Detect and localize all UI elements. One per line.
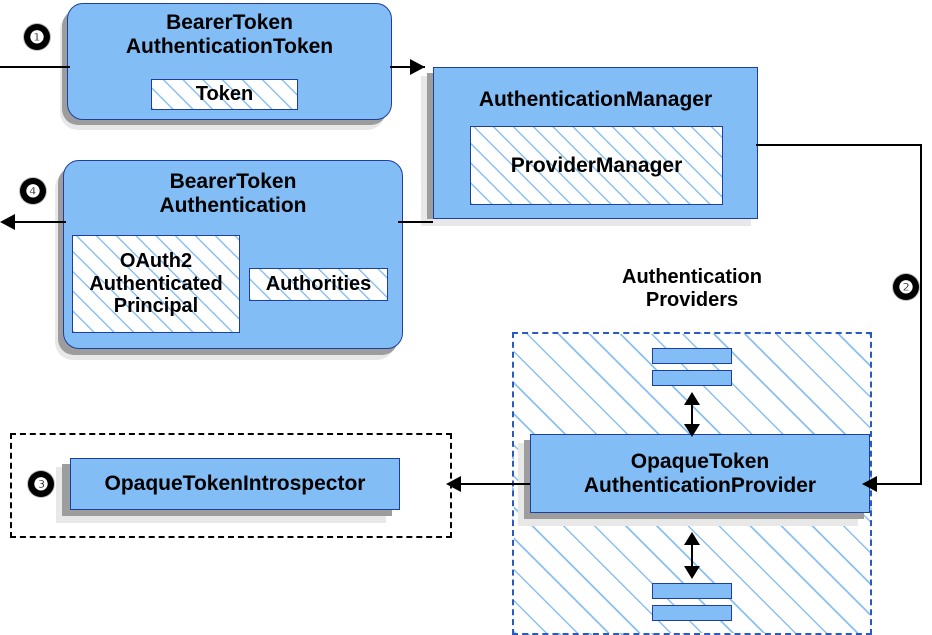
- opaque-token-authentication-provider-node[interactable]: OpaqueToken AuthenticationProvider: [530, 434, 870, 513]
- authentication-manager-inner-provider-manager: ProviderManager: [470, 126, 723, 205]
- badge-step-4-label: ❹: [25, 181, 41, 201]
- opaque-token-authentication-provider-label-line1: OpaqueToken: [630, 449, 770, 473]
- provider-stack-bar-top-1: [652, 348, 732, 364]
- authentication-providers-caption-line1: Authentication: [622, 266, 762, 288]
- badge-step-2-label: ❷: [898, 277, 914, 297]
- provider-manager-label: ProviderManager: [510, 153, 683, 177]
- opaque-token-introspector-label: OpaqueTokenIntrospector: [104, 472, 366, 496]
- authorities-box: Authorities: [249, 268, 388, 301]
- provider-stack-bar-bottom-1: [652, 583, 732, 599]
- connector-manager-to-provider-top: [756, 144, 922, 146]
- connector-manager-to-authentication: [398, 221, 433, 223]
- bearer-token-authentication-token-label-line2: AuthenticationToken: [125, 34, 334, 58]
- authentication-providers-caption-line2: Providers: [645, 289, 739, 311]
- bearer-token-authentication-label-line1: BearerToken: [169, 170, 297, 193]
- oauth2-authenticated-principal-line3: Principal: [113, 295, 199, 318]
- connector-authentication-out-arrowhead: [0, 214, 15, 230]
- oauth2-authenticated-principal-box: OAuth2 Authenticated Principal: [72, 235, 240, 333]
- badge-step-4: ❹: [20, 178, 46, 204]
- provider-stack-bar-bottom-2: [652, 605, 732, 621]
- bearer-token-authentication-label-line2: Authentication: [159, 193, 307, 217]
- bearer-token-authentication-token-label-line1: BearerToken: [166, 11, 293, 34]
- opaque-token-introspector-node[interactable]: OpaqueTokenIntrospector: [70, 458, 400, 510]
- oauth2-authenticated-principal-line1: OAuth2: [119, 250, 193, 273]
- connector-token-to-manager-arrowhead: [410, 59, 425, 75]
- provider-link-top-arrow-up: [684, 392, 700, 405]
- oauth2-authenticated-principal-line2: Authenticated: [89, 272, 223, 295]
- connector-authentication-out: [14, 221, 66, 223]
- badge-step-1-label: ❶: [29, 27, 45, 47]
- authentication-providers-caption: Authentication Providers: [562, 266, 822, 312]
- provider-link-bottom-arrow-up: [684, 532, 700, 545]
- provider-link-bottom: [691, 536, 693, 574]
- authorities-label: Authorities: [265, 273, 372, 296]
- provider-link-top-arrow-down: [684, 424, 700, 437]
- token-label: Token: [195, 83, 254, 106]
- connector-request-in: [0, 66, 70, 68]
- connector-provider-to-introspector-arrowhead: [446, 476, 461, 492]
- badge-step-1: ❶: [24, 24, 50, 50]
- badge-step-3: ❸: [28, 471, 54, 497]
- authentication-manager-label: AuthenticationManager: [478, 88, 713, 111]
- bearer-token-authentication-token-inner-token: Token: [151, 79, 298, 110]
- connector-token-to-manager: [390, 66, 425, 68]
- connector-provider-to-introspector: [460, 483, 530, 485]
- connector-manager-to-provider-bottom: [876, 483, 922, 485]
- provider-link-top: [691, 396, 693, 432]
- provider-stack-bar-top-2: [652, 370, 732, 386]
- badge-step-2: ❷: [893, 274, 919, 300]
- connector-manager-to-provider-arrowhead: [862, 476, 877, 492]
- connector-manager-to-provider-right: [920, 144, 922, 484]
- badge-step-3-label: ❸: [33, 474, 49, 494]
- opaque-token-authentication-provider-label-line2: AuthenticationProvider: [583, 473, 817, 497]
- provider-link-bottom-arrow-down: [684, 566, 700, 579]
